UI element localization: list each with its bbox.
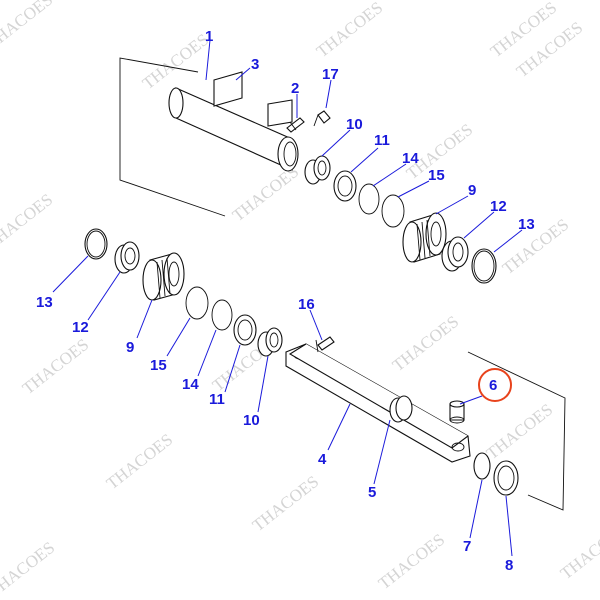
bushing-10-top — [304, 155, 331, 185]
seal-15-left — [185, 286, 209, 320]
watermark: THACOES — [0, 538, 58, 600]
seal-15-top — [381, 194, 405, 228]
snap-ring-13-top — [471, 248, 497, 284]
packing-9-top — [402, 212, 447, 263]
watermark: THACOES — [19, 335, 92, 398]
callout-11-top: 11 — [374, 132, 390, 149]
sleeve-6 — [449, 400, 465, 424]
callout-15-left: 15 — [150, 357, 167, 374]
washer-12-top — [441, 236, 469, 272]
callout-12-top: 12 — [490, 198, 507, 215]
callout-11-left: 11 — [209, 391, 225, 408]
callout-17: 17 — [322, 66, 339, 83]
seal-7 — [473, 452, 491, 480]
callout-9-top: 9 — [468, 182, 476, 199]
snap-ring-13-left — [84, 228, 108, 260]
callout-16: 16 — [298, 296, 315, 313]
watermark: THACOES — [103, 430, 176, 493]
callout-7: 7 — [463, 538, 471, 555]
callout-12-left: 12 — [72, 319, 89, 336]
seal-14-left — [211, 299, 233, 331]
watermark: THACOES — [139, 30, 212, 93]
watermark: THACOES — [249, 472, 322, 535]
callout-1: 1 — [205, 28, 213, 45]
bushing-10-left — [257, 327, 283, 357]
callout-14-top: 14 — [402, 150, 419, 167]
washer-12-left — [114, 241, 140, 274]
callout-9-left: 9 — [126, 339, 134, 356]
mount-plane-top — [119, 57, 226, 217]
watermark: THACOES — [0, 0, 56, 53]
watermark: THACOES — [499, 215, 572, 278]
grease-fitting-16 — [315, 336, 335, 353]
watermark: THACOES — [229, 162, 302, 225]
callout-2: 2 — [291, 80, 299, 97]
callout-13-top: 13 — [518, 216, 535, 233]
callout-10-top: 10 — [346, 116, 363, 133]
watermark: THACOES — [313, 0, 386, 61]
highlight-circle — [478, 368, 512, 402]
watermark: THACOES — [483, 400, 556, 463]
watermark: THACOES — [389, 312, 462, 375]
watermark: THACOES — [375, 530, 448, 593]
callout-10-left: 10 — [243, 412, 260, 429]
callout-4: 4 — [318, 451, 327, 468]
ring-11-top — [333, 170, 357, 202]
piston-rod — [285, 343, 471, 463]
callout-13-left: 13 — [36, 294, 53, 311]
callout-14-left: 14 — [182, 376, 199, 393]
seal-14-top — [358, 183, 380, 215]
callout-3: 3 — [251, 56, 259, 73]
watermark: THACOES — [0, 190, 56, 253]
callout-8: 8 — [505, 557, 513, 574]
watermark: THACOES — [557, 520, 600, 583]
callout-6: 6 — [489, 377, 497, 394]
callout-labels: 1 3 2 17 10 11 14 15 9 12 13 13 12 9 15 … — [36, 28, 535, 574]
dust-ring-8 — [493, 460, 519, 496]
mount-plane-bottom — [467, 351, 566, 511]
ring-11-left — [233, 314, 257, 346]
grease-fitting-17 — [313, 110, 331, 127]
leader-lines — [52, 39, 523, 557]
cylinder-tube — [168, 71, 305, 172]
packing-9-left — [142, 252, 185, 301]
callout-15-top: 15 — [428, 167, 445, 184]
callout-5: 5 — [368, 484, 376, 501]
